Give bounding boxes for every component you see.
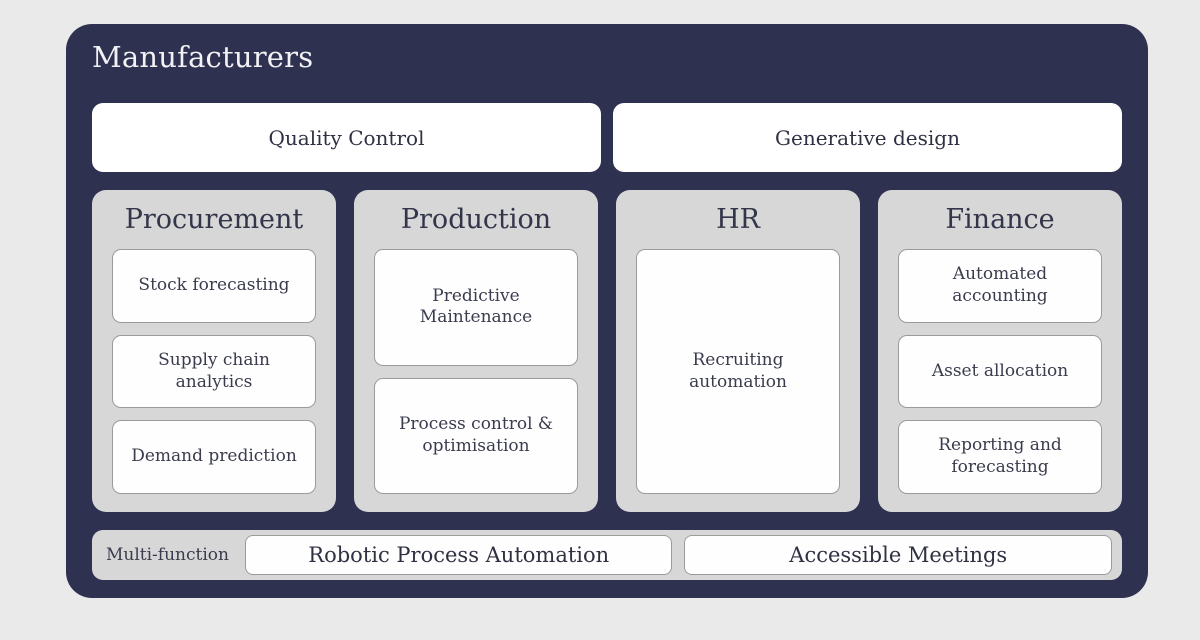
column-items-production: Predictive Maintenance Process control &…: [374, 249, 578, 495]
column-hr: HR Recruiting automation: [616, 190, 860, 512]
item-process-control-optimisation[interactable]: Process control & optimisation: [374, 377, 578, 495]
item-supply-chain-analytics[interactable]: Supply chain analytics: [112, 334, 316, 409]
item-demand-prediction[interactable]: Demand prediction: [112, 420, 316, 495]
department-columns: Procurement Stock forecasting Supply cha…: [92, 190, 1122, 512]
item-stock-forecasting[interactable]: Stock forecasting: [112, 249, 316, 323]
manufacturers-panel: Manufacturers Quality Control Generative…: [66, 24, 1148, 598]
multi-function-strip: Multi-function Robotic Process Automatio…: [92, 530, 1122, 580]
item-robotic-process-automation[interactable]: Robotic Process Automation: [244, 535, 673, 575]
item-recruiting-automation[interactable]: Recruiting automation: [636, 249, 840, 494]
column-finance: Finance Automated accounting Asset alloc…: [878, 190, 1122, 512]
item-predictive-maintenance[interactable]: Predictive Maintenance: [374, 249, 578, 366]
page-title: Manufacturers: [92, 40, 314, 74]
column-items-finance: Automated accounting Asset allocation Re…: [898, 249, 1102, 495]
column-title-production: Production: [400, 204, 552, 235]
multi-function-label: Multi-function: [106, 545, 229, 565]
item-reporting-and-forecasting[interactable]: Reporting and forecasting: [898, 420, 1102, 495]
column-procurement: Procurement Stock forecasting Supply cha…: [92, 190, 336, 512]
item-asset-allocation[interactable]: Asset allocation: [898, 334, 1102, 409]
item-accessible-meetings[interactable]: Accessible Meetings: [684, 535, 1112, 575]
item-automated-accounting[interactable]: Automated accounting: [898, 249, 1102, 323]
column-title-procurement: Procurement: [124, 204, 304, 235]
column-production: Production Predictive Maintenance Proces…: [354, 190, 598, 512]
column-title-hr: HR: [716, 204, 760, 235]
column-items-procurement: Stock forecasting Supply chain analytics…: [112, 249, 316, 495]
top-bar-generative-design[interactable]: Generative design: [613, 103, 1122, 172]
column-items-hr: Recruiting automation: [636, 249, 840, 494]
top-capability-row: Quality Control Generative design: [92, 103, 1122, 172]
column-title-finance: Finance: [945, 204, 1055, 235]
top-bar-quality-control[interactable]: Quality Control: [92, 103, 601, 172]
